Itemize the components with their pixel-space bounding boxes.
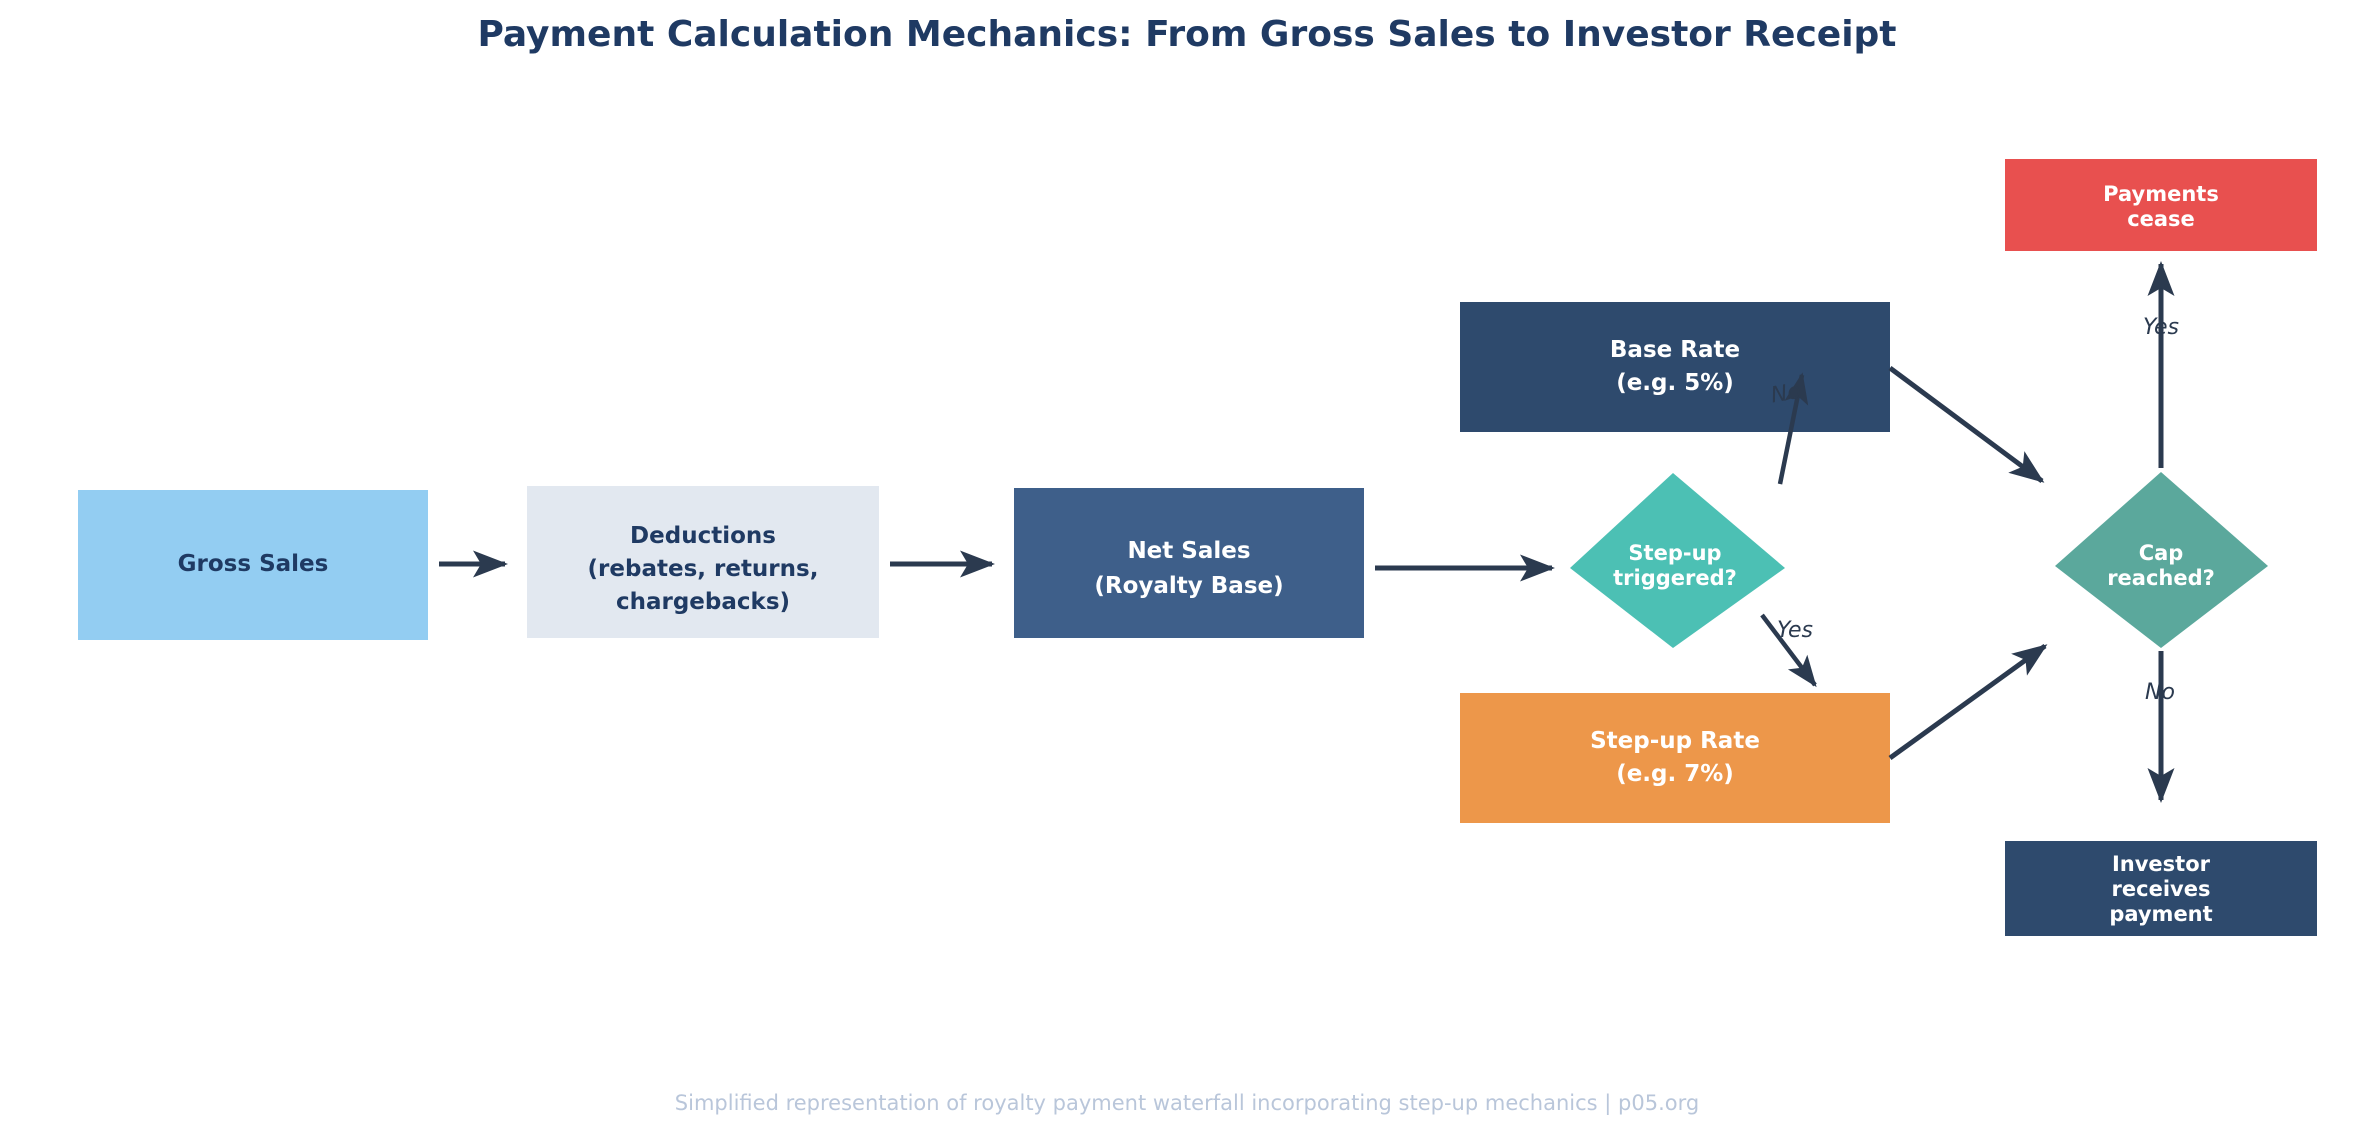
edge-stepup-no-line	[1777, 372, 1809, 485]
gross-sales-label: Gross Sales	[178, 551, 329, 577]
stepup-rate-box[interactable]	[1460, 693, 1890, 823]
deductions-label-line3: chargebacks)	[616, 589, 790, 615]
base-rate-box[interactable]	[1460, 302, 1890, 432]
net-sales-label-line1: Net Sales	[1127, 538, 1250, 564]
payments-cease-box[interactable]	[2005, 159, 2317, 251]
edge-cap-yes-to-payments-cease: Yes	[2143, 261, 2179, 468]
edge-stepup-no-to-base-rate: No	[1769, 372, 1809, 485]
edge-base-rate-to-cap-line	[1888, 365, 2045, 484]
payments-cease-label-line2: cease	[2127, 207, 2195, 231]
cap-decision-label-line1: Cap	[2139, 541, 2184, 565]
edge-stepup-yes-line	[1760, 613, 1817, 688]
investor-payment-label-line2: receives	[2112, 877, 2211, 901]
gross-sales-box[interactable]	[78, 490, 428, 640]
edge-cap-no-to-investor: No	[2145, 651, 2175, 803]
node-net-sales[interactable]: Net Sales (Royalty Base)	[1014, 488, 1364, 638]
node-base-rate[interactable]: Base Rate (e.g. 5%)	[1460, 302, 1890, 432]
investor-payment-box[interactable]	[2005, 841, 2317, 936]
deductions-box[interactable]	[527, 486, 879, 638]
net-sales-label-line2: (Royalty Base)	[1094, 573, 1283, 599]
investor-payment-label-line1: Investor	[2112, 852, 2211, 876]
deductions-label-line2: (rebates, returns,	[588, 556, 819, 582]
stepup-decision-diamond[interactable]	[1570, 473, 1785, 648]
investor-payment-label-line3: payment	[2109, 902, 2212, 926]
node-payments-cease[interactable]: Payments cease	[2005, 159, 2317, 251]
node-gross-sales[interactable]: Gross Sales	[78, 490, 428, 640]
edge-base-rate-to-cap	[1888, 365, 2045, 484]
stepup-rate-label-line1: Step-up Rate	[1590, 728, 1760, 754]
edge-stepup-rate-to-cap-line	[1888, 643, 2048, 761]
stepup-decision-label-line2: triggered?	[1613, 566, 1737, 590]
stepup-rate-label-line2: (e.g. 7%)	[1616, 761, 1734, 787]
node-investor-payment[interactable]: Investor receives payment	[2005, 841, 2317, 936]
edge-stepup-rate-to-cap	[1888, 643, 2048, 761]
footer-caption: Simplified representation of royalty pay…	[675, 1091, 1699, 1116]
deductions-label-line1: Deductions	[630, 523, 776, 549]
node-cap-decision[interactable]: Cap reached?	[2055, 472, 2268, 648]
payments-cease-label-line1: Payments	[2103, 182, 2219, 206]
edge-label-cap-yes: Yes	[2143, 315, 2179, 340]
cap-decision-diamond[interactable]	[2055, 472, 2268, 648]
edge-label-stepup-yes: Yes	[1777, 618, 1813, 643]
edge-label-cap-no: No	[2145, 680, 2175, 705]
node-stepup-rate[interactable]: Step-up Rate (e.g. 7%)	[1460, 693, 1890, 823]
net-sales-box[interactable]	[1014, 488, 1364, 638]
cap-decision-label-line2: reached?	[2107, 566, 2215, 590]
edge-stepup-yes-to-stepup-rate: Yes	[1760, 613, 1817, 688]
edge-label-stepup-no: No	[1769, 379, 1803, 409]
node-deductions[interactable]: Deductions (rebates, returns, chargeback…	[527, 486, 879, 638]
stepup-decision-label-line1: Step-up	[1628, 541, 1721, 565]
node-stepup-decision[interactable]: Step-up triggered?	[1570, 473, 1785, 648]
base-rate-label-line1: Base Rate	[1610, 337, 1740, 363]
page-title: Payment Calculation Mechanics: From Gros…	[477, 14, 1896, 55]
base-rate-label-line2: (e.g. 5%)	[1616, 370, 1734, 396]
